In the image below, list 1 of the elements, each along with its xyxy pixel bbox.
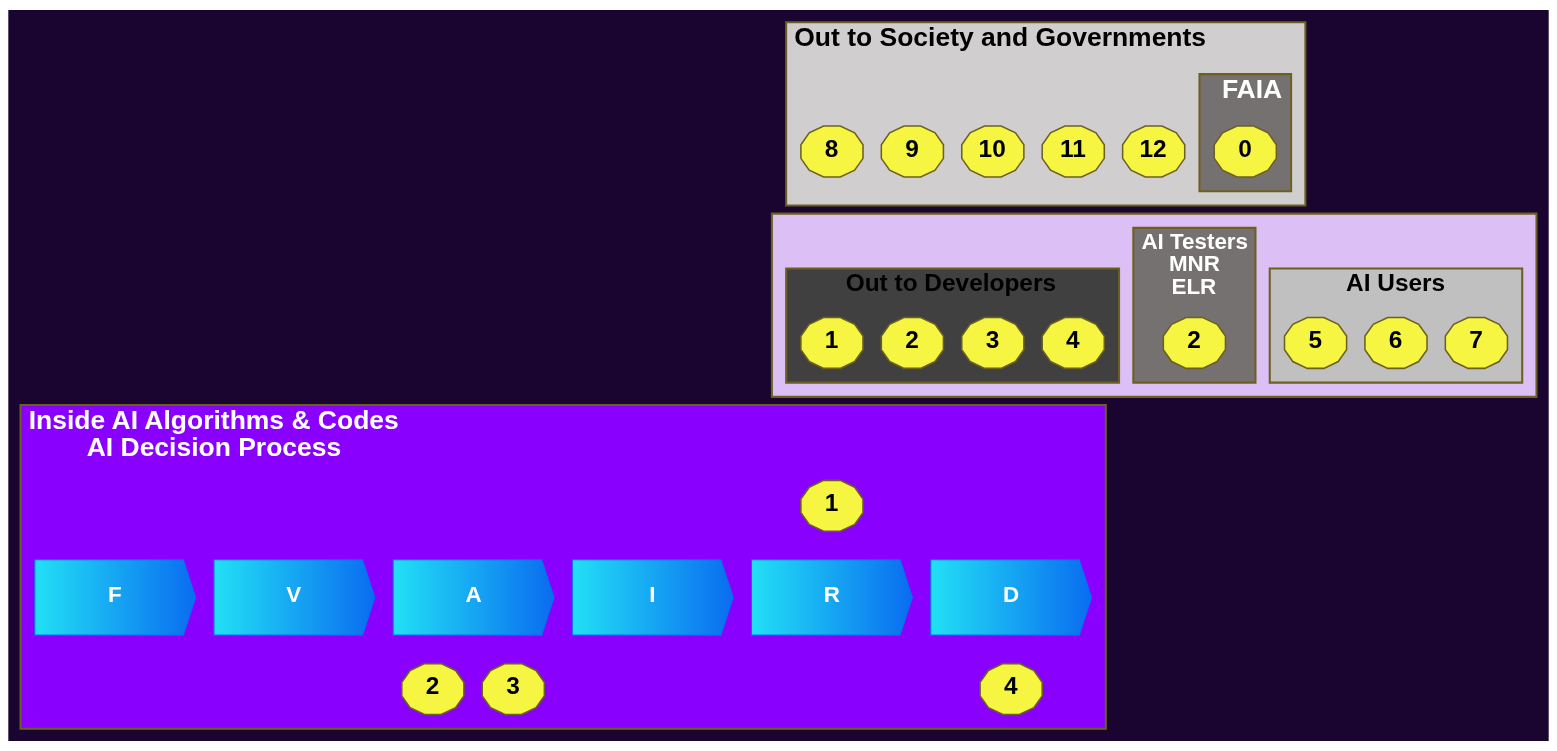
- cluster: [770, 212, 1538, 398]
